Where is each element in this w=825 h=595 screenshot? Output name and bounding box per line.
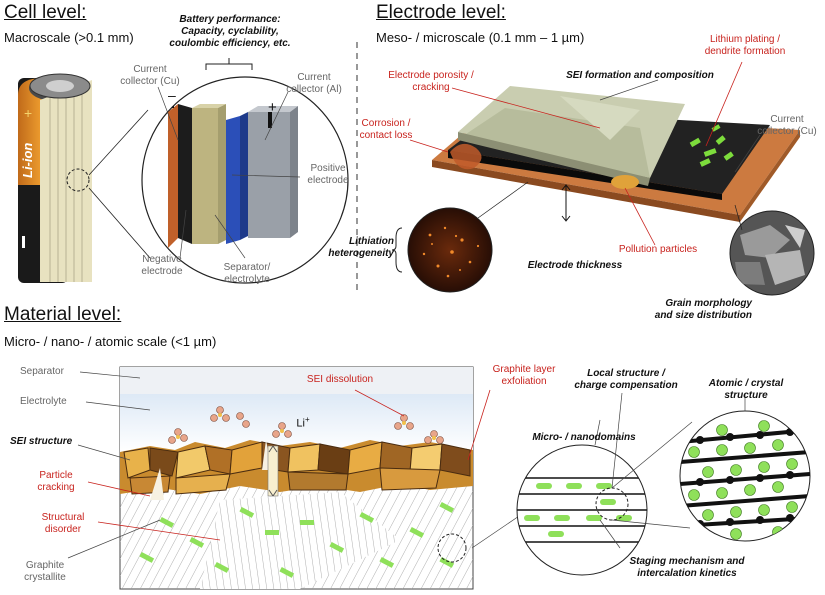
negative-line-2: electrode — [141, 266, 183, 277]
sei-dissolution-label: SEI dissolution — [306, 374, 374, 385]
lithiation-heterogeneity-label: Lithiation heterogeneity — [318, 236, 394, 260]
separator-line-1: Separator/ — [223, 262, 271, 273]
cu-collector-line-2: collector (Cu) — [120, 76, 180, 87]
cracking-line-2: cracking — [37, 482, 75, 493]
performance-line-1: Battery performance: — [179, 14, 281, 25]
exfoliation-line-1: Graphite layer — [492, 364, 556, 375]
al-collector-line-1: Current — [297, 72, 331, 83]
cu-collector-line-1: Current — [133, 64, 167, 75]
exfoliation-line-2: exfoliation — [501, 376, 547, 387]
battery-performance-label: Battery performance: Capacity, cyclabili… — [165, 14, 295, 50]
crystallite-line-2: crystallite — [24, 572, 66, 583]
atomic-line-2: structure — [724, 390, 768, 401]
atomic-line-1: Atomic / crystal — [708, 378, 784, 389]
grain-line-2: and size distribution — [654, 310, 752, 321]
cracking-line-1: Particle — [39, 470, 73, 481]
separator-electrolyte-label: Separator/ electrolyte — [212, 262, 282, 286]
crystallite-line-1: Graphite — [25, 560, 65, 571]
negative-line-1: Negative — [142, 254, 182, 265]
electrode-cu-line-1: Current — [770, 114, 804, 125]
li-charge: + — [304, 415, 310, 424]
staging-line-2: intercalation kinetics — [637, 568, 737, 579]
positive-line-2: electrode — [307, 175, 349, 186]
svg-text:+: + — [24, 105, 32, 121]
pollution-particles-label: Pollution particles — [618, 244, 698, 255]
lithiation-line-1: Lithiation — [349, 236, 394, 247]
lithiation-line-2: heterogeneity — [328, 248, 394, 259]
electrode-level-title: Electrode level: — [376, 2, 506, 23]
performance-line-3: coulombic efficiency, etc. — [169, 38, 291, 49]
plating-line-2: dendrite formation — [704, 46, 786, 57]
plating-line-1: Lithium plating / — [709, 34, 781, 45]
li-ions-and-fragments — [168, 406, 444, 444]
staging-line-1: Staging mechanism and — [629, 556, 745, 567]
svg-text:‒: ‒ — [168, 87, 176, 103]
material-level-scale: Micro- / nano- / atomic scale (<1 µm) — [4, 334, 217, 349]
corrosion-line-2: contact loss — [359, 130, 413, 141]
positive-electrode-label: Positive electrode — [300, 163, 356, 187]
al-collector-line-2: collector (Al) — [286, 84, 342, 95]
electrode-cu-collector-label: Current collector (Cu) — [752, 114, 822, 138]
disorder-line-2: disorder — [44, 524, 82, 535]
performance-line-2: Capacity, cyclability, — [181, 26, 279, 37]
particle-cracking-label: Particle cracking — [26, 470, 86, 494]
svg-text:+: + — [268, 99, 277, 116]
local-structure-line-2: charge compensation — [574, 380, 678, 391]
separator-line-2: electrolyte — [224, 274, 270, 285]
sei-formation-label: SEI formation and composition — [566, 70, 714, 81]
corrosion-label: Corrosion / contact loss — [356, 118, 416, 142]
porosity-label: Electrode porosity / cracking — [372, 70, 490, 94]
disorder-line-1: Structural — [41, 512, 85, 523]
graphite-exfoliation-label: Graphite layer exfoliation — [474, 364, 574, 388]
nanodomains-label: Micro- / nanodomains — [532, 432, 636, 443]
lithiation-micrograph — [407, 207, 493, 293]
porosity-line-2: cracking — [412, 82, 450, 93]
material-box — [119, 366, 474, 590]
material-electrolyte-label: Electrolyte — [20, 396, 67, 407]
battery-label: Li-ion — [20, 142, 35, 178]
positive-line-1: Positive — [310, 163, 346, 174]
electrode-block — [432, 86, 800, 222]
local-structure-line-1: Local structure / — [587, 368, 665, 379]
grain-morphology-label: Grain morphology and size distribution — [630, 298, 752, 322]
porosity-line-1: Electrode porosity / — [388, 70, 474, 81]
cell-al-collector-label: Current collector (Al) — [274, 72, 354, 96]
electrode-cu-line-2: collector (Cu) — [757, 126, 817, 137]
plating-label: Lithium plating / dendrite formation — [690, 34, 800, 58]
graphite-crystallite-label: Graphite crystallite — [10, 560, 80, 584]
cell-cu-collector-label: Current collector (Cu) — [110, 64, 190, 88]
li-symbol: Li — [296, 417, 305, 430]
staging-mechanism-label: Staging mechanism and intercalation kine… — [612, 556, 762, 580]
material-separator-label: Separator — [20, 366, 64, 377]
battery-cell: + — [18, 73, 151, 283]
electrode-stack — [168, 98, 298, 248]
sei-structure-label: SEI structure — [10, 436, 73, 447]
electrode-red-leaders — [409, 61, 743, 246]
cell-level-scale: Macroscale (>0.1 mm) — [4, 30, 134, 45]
cell-leader-lines — [157, 86, 301, 259]
structural-disorder-label: Structural disorder — [30, 512, 96, 536]
grain-line-1: Grain morphology — [665, 298, 752, 309]
material-leader-lines — [67, 371, 526, 559]
material-level-title: Material level: — [4, 304, 122, 325]
local-structure-label: Local structure / charge compensation — [566, 368, 686, 392]
electrode-level-scale: Meso- / microscale (0.1 mm – 1 µm) — [376, 30, 585, 45]
corrosion-line-1: Corrosion / — [361, 118, 411, 129]
negative-electrode-label: Negative electrode — [132, 254, 192, 278]
electrode-thickness-label: Electrode thickness — [527, 260, 623, 271]
cell-level-title: Cell level: — [4, 2, 87, 23]
li-ion-label: Li+ — [290, 414, 316, 430]
atomic-structure-label: Atomic / crystal structure — [700, 378, 792, 402]
